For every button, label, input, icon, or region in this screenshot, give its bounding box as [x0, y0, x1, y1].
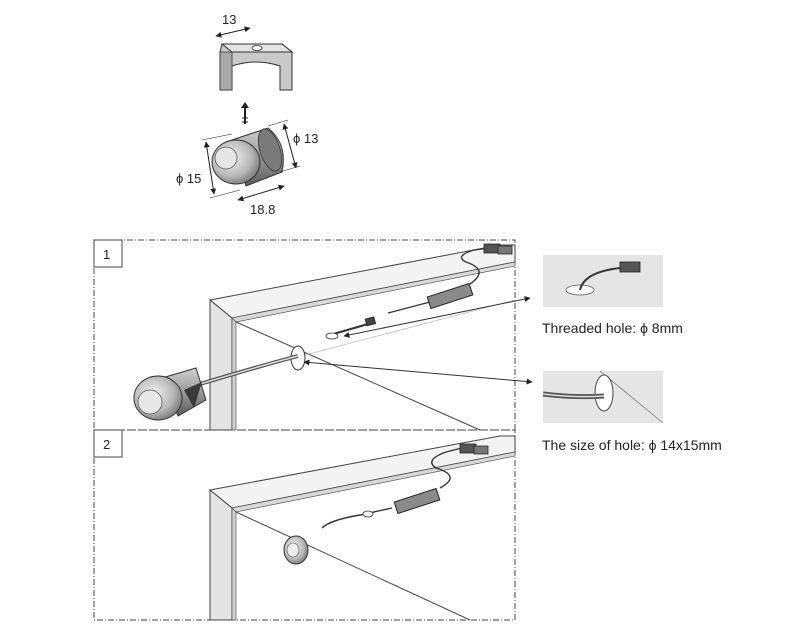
- step-1-number-box: [93, 239, 123, 268]
- push-button-switch: [211, 127, 284, 187]
- push-button-2: [283, 535, 309, 565]
- hole-size-caption: The size of hole: ϕ 14x15mm: [542, 437, 722, 453]
- diameter-small-label: ϕ 13: [293, 131, 318, 146]
- controller-wiring-2: [321, 443, 489, 529]
- clip-width-label: 13: [222, 12, 236, 27]
- clip-width-dimension-line: [215, 26, 251, 38]
- screw-icon: [241, 102, 249, 124]
- component-drawing: 13 ϕ 15 ϕ 13 18.8: [176, 12, 318, 217]
- diameter-small-dimension-line: [282, 123, 298, 169]
- threaded-hole-caption: Threaded hole: ϕ 8mm: [542, 320, 683, 336]
- step-2-number-box: [93, 429, 123, 458]
- length-label: 18.8: [250, 202, 275, 217]
- hole-size-leader: [303, 359, 533, 385]
- threaded-hole-inset: [543, 255, 663, 307]
- step-1-number: 1: [103, 247, 110, 262]
- length-dimension-line: [237, 184, 285, 202]
- diameter-large-dimension-line: [203, 141, 217, 195]
- diameter-large-label: ϕ 15: [176, 171, 201, 186]
- step-1-panel: 1: [93, 239, 533, 431]
- cabinet-top-1: [208, 244, 516, 431]
- step-2-number: 2: [103, 437, 110, 452]
- threaded-hole-leader: [343, 296, 531, 338]
- push-button-1: [133, 367, 207, 421]
- cabinet-top-2: [208, 435, 516, 621]
- hole-size-inset: [542, 370, 664, 424]
- mounting-clip: [219, 43, 294, 91]
- step-2-panel: 2: [93, 429, 516, 621]
